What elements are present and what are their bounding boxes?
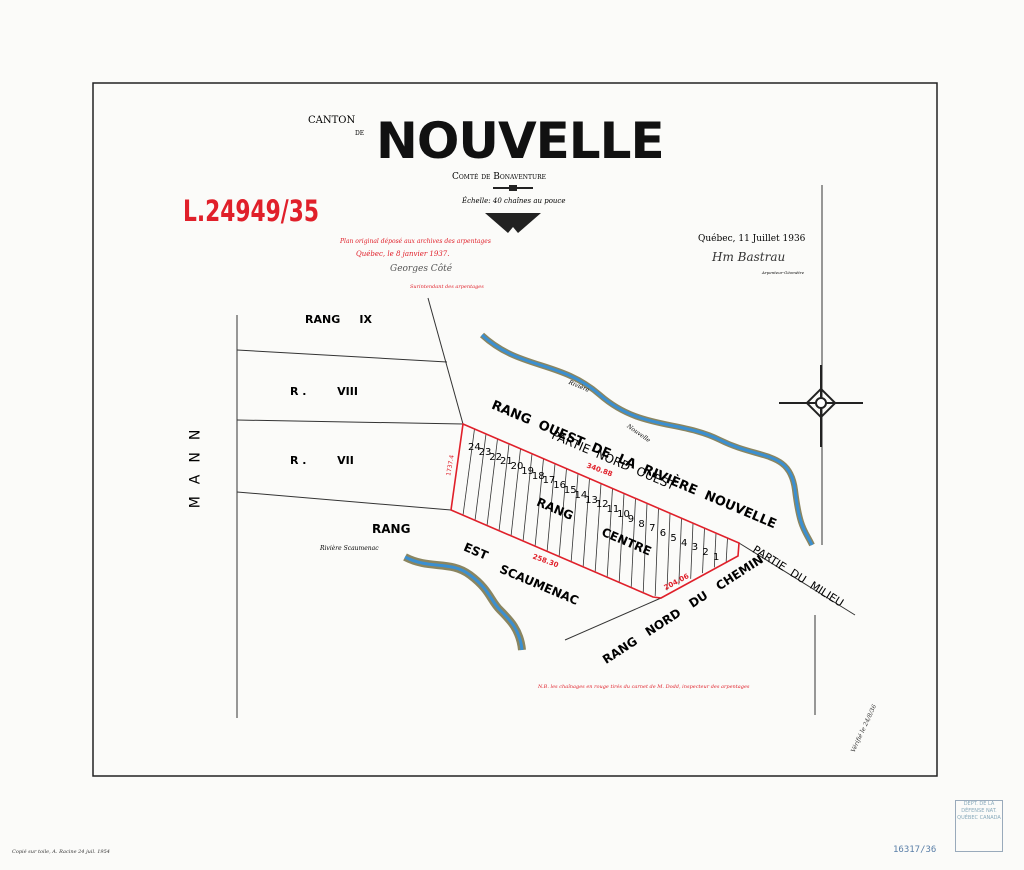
lot-boundary-line xyxy=(702,528,705,574)
label-mann: MANN xyxy=(187,417,204,509)
lot-number: 16 xyxy=(553,480,566,492)
lot-number: 9 xyxy=(627,513,635,525)
lot-number: 17 xyxy=(542,475,556,487)
lot-number: 5 xyxy=(670,532,677,544)
deposit-note: Plan original déposé aux archives des ar… xyxy=(340,238,491,245)
lot-number: 1 xyxy=(713,552,720,563)
lot-boundary-line xyxy=(582,478,590,567)
place-date: Québec, 11 Juillet 1936 xyxy=(698,234,806,244)
scale-label: Échelle: 40 chaînes au pouce xyxy=(462,197,566,205)
lot-number: 7 xyxy=(649,523,656,535)
lot-boundary-line xyxy=(498,443,510,531)
deposit-signer-title: Surintendant des arpentages xyxy=(410,284,484,290)
lot-number: 18 xyxy=(531,470,545,482)
label-r-vii: R . VII xyxy=(290,454,354,467)
archive-number: 16317/36 xyxy=(893,845,937,855)
map-frame xyxy=(92,82,938,777)
survey-boundary xyxy=(450,422,740,599)
deposit-signature: Georges Côté xyxy=(390,264,453,274)
lot-number: 21 xyxy=(499,456,513,468)
lot-boundary-line xyxy=(546,463,556,552)
lot-number: 14 xyxy=(574,489,588,501)
lot-boundary-line xyxy=(462,428,475,516)
reference-number: L.24949/35 xyxy=(183,194,320,228)
deposit-date: Québec, le 8 janvier 1937. xyxy=(356,250,450,258)
scale-ornament-icon xyxy=(485,185,541,233)
copy-note: Copié sur toile, A. Racine 24 juil. 1954 xyxy=(12,849,110,855)
canton-label: CANTON xyxy=(308,115,356,126)
lot-boundary-line xyxy=(642,503,648,593)
township-lines xyxy=(236,185,856,718)
lot-number: 4 xyxy=(681,537,688,549)
lot-boundary-line xyxy=(606,488,613,578)
lot-number: 10 xyxy=(617,508,630,520)
lot-number: 13 xyxy=(585,494,598,506)
riviere-scaumenac xyxy=(403,553,526,651)
lot-boundary-line xyxy=(486,438,498,526)
label-rang-ix: RANG IX xyxy=(305,313,372,326)
lot-boundary-line xyxy=(630,498,636,588)
lot-boundary-line xyxy=(522,453,533,542)
lot-boundary-line xyxy=(534,458,544,547)
lot-number: 22 xyxy=(489,451,503,463)
lot-number: 12 xyxy=(595,499,609,511)
lot-number: 15 xyxy=(563,485,577,497)
lot-boundary-line xyxy=(594,483,602,573)
lot-number: 23 xyxy=(478,446,492,458)
lot-boundary-line xyxy=(558,468,567,557)
lot-number: 20 xyxy=(510,461,524,473)
lot-boundary-line xyxy=(654,508,659,596)
lot-number: 3 xyxy=(691,542,699,554)
lot-boundary-line xyxy=(690,523,694,579)
lot-boundary-line xyxy=(666,513,671,591)
lot-boundary-line xyxy=(510,448,521,536)
label-riviere-scaumenac: Rivière Scaumenac xyxy=(320,545,379,552)
lot-number: 6 xyxy=(659,528,667,540)
surveyor-signature: Hm Bastrau xyxy=(712,250,786,264)
lot-boundary-line xyxy=(678,518,682,585)
page-title: NOUVELLE xyxy=(376,112,665,170)
lot-lines xyxy=(462,428,728,596)
lot-number: 19 xyxy=(521,465,534,477)
lot-number: 11 xyxy=(606,504,620,516)
label-r-viii: R . VIII xyxy=(290,385,358,398)
lot-boundary-line xyxy=(713,533,717,568)
de-label: DE xyxy=(355,130,365,137)
lot-number: 24 xyxy=(468,442,481,453)
lot-boundary-line xyxy=(618,493,625,583)
county-label: Comté de Bonaventure xyxy=(452,172,546,182)
label-rang-est: RANG xyxy=(372,522,411,536)
lot-number: 8 xyxy=(638,518,645,530)
lot-number: 2 xyxy=(702,547,709,559)
archive-stamp: DEPT. DE LA DÉFENSE NAT. QUÉBEC CANADA xyxy=(955,800,1003,852)
compass-rose-icon xyxy=(779,365,863,447)
lot-boundary-line xyxy=(570,473,579,562)
lot-boundary-line xyxy=(725,538,728,562)
lot-boundary-line xyxy=(474,433,487,521)
footnote: N.B. les chaînages en rouge tirés du car… xyxy=(538,684,750,690)
surveyor-title: Arpenteur-Géomètre xyxy=(762,270,805,275)
riviere-nouvelle xyxy=(479,332,815,547)
